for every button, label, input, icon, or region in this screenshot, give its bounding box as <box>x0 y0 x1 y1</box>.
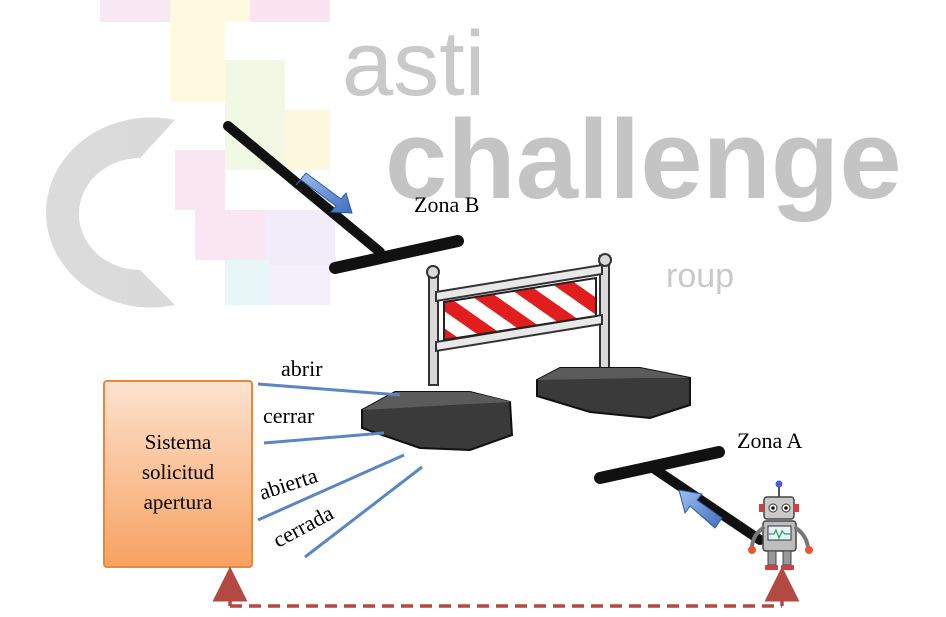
zone-b-label: Zona B <box>414 192 479 217</box>
watermark-asti: asti <box>342 13 485 115</box>
watermark-group: roup <box>666 257 734 295</box>
zone-b-arrow <box>295 172 353 214</box>
signal-label-closed: cerrada <box>269 500 338 553</box>
barrier-icon <box>361 253 691 452</box>
signal-line-close <box>263 431 385 445</box>
zone-a-sensor <box>594 446 765 545</box>
signal-line-closed <box>304 465 423 559</box>
robot-icon <box>748 480 813 570</box>
zone-a-arrow <box>678 489 723 529</box>
request-system-box: Sistema solicitud apertura <box>103 380 253 568</box>
signal-line-opened <box>257 453 405 522</box>
feedback-dashed-arrow <box>212 566 800 608</box>
watermark-logo <box>46 0 335 308</box>
zone-a-label: Zona A <box>737 428 802 453</box>
signal-line-open <box>257 382 401 397</box>
signal-label-opened: abierta <box>256 462 321 504</box>
system-box-line3: apertura <box>144 490 213 514</box>
system-box-line2: solicitud <box>142 460 215 484</box>
watermark-challenge: challenge <box>385 97 902 222</box>
signal-label-close: cerrar <box>263 403 315 428</box>
zone-b-sensor <box>223 121 464 274</box>
signal-lines <box>257 382 423 559</box>
signal-label-open: abrir <box>281 356 323 381</box>
system-box-line1: Sistema <box>145 430 212 454</box>
